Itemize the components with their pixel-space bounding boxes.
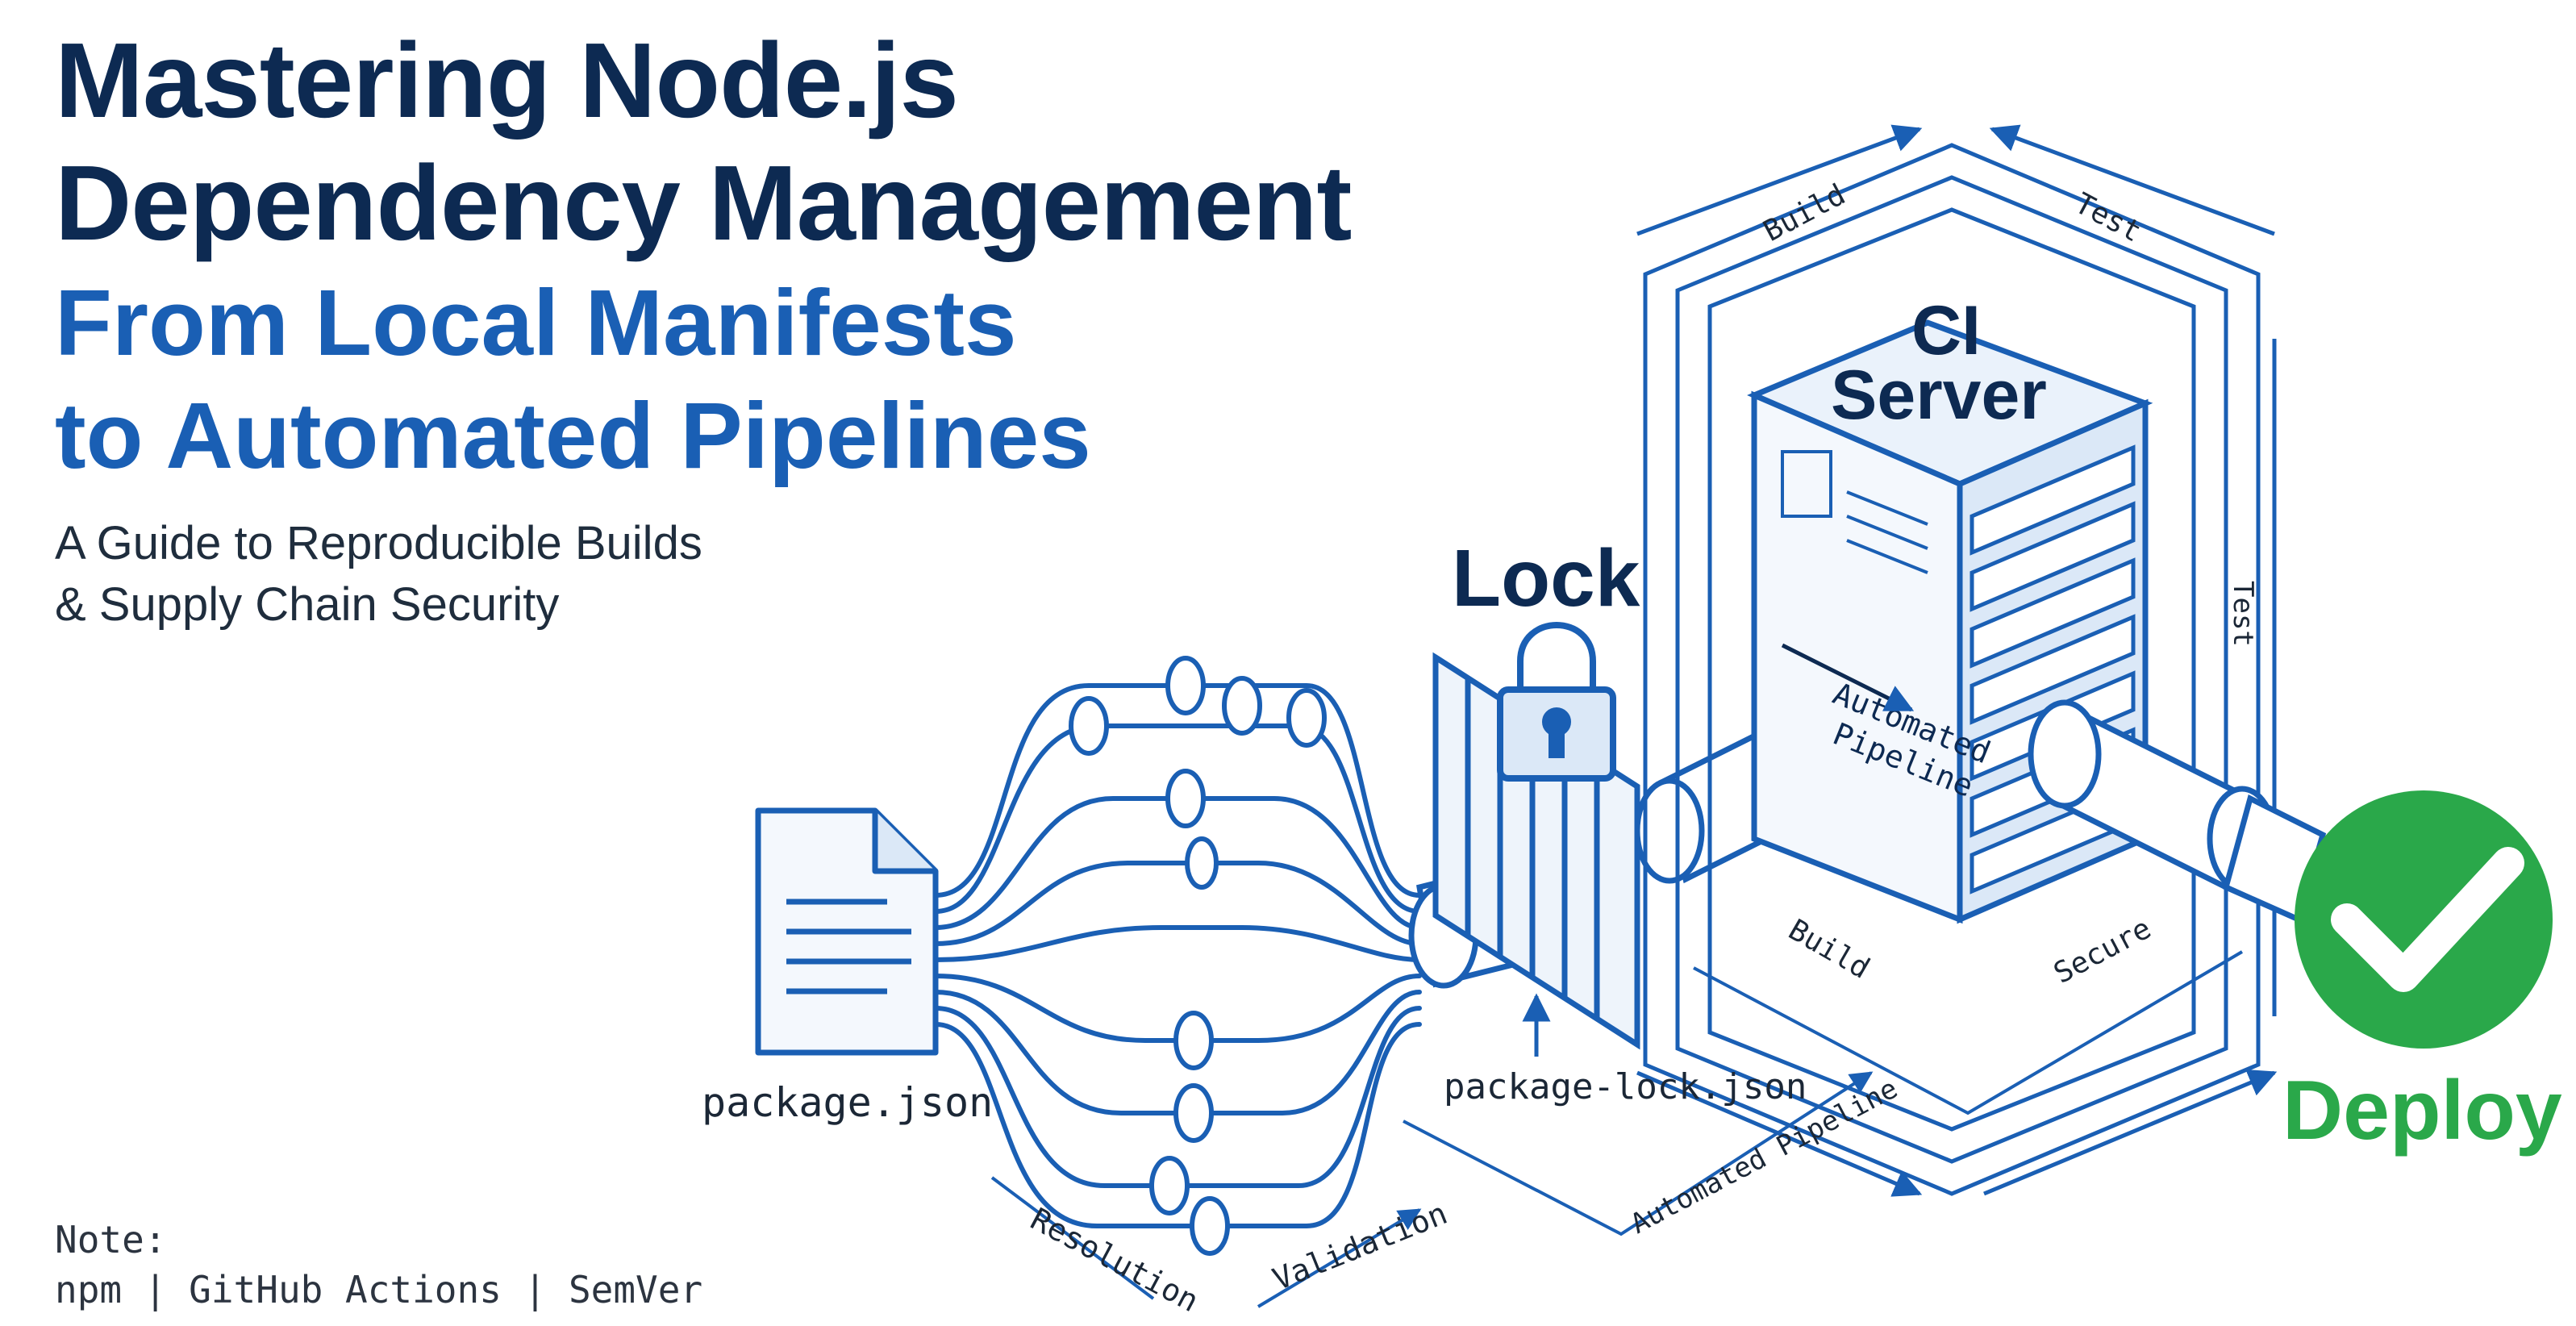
flow-label-validation: Validation xyxy=(1268,1195,1453,1297)
document-icon xyxy=(755,807,939,1056)
note-label: Note: xyxy=(55,1218,167,1261)
flow-guides xyxy=(990,950,2244,1308)
ci-title-line-2: Server xyxy=(1831,357,2047,434)
flow-label-build-bottom: Build xyxy=(1783,913,1875,986)
subtitle-highlight-line-1: From Local Manifests xyxy=(55,270,1017,375)
deploy-label: Deploy xyxy=(2282,1064,2562,1157)
flow-label-resolution: Resolution xyxy=(1025,1201,1205,1319)
manifest-label: package.json xyxy=(702,1079,994,1126)
ci-title-line-1: CI xyxy=(1911,292,1981,369)
ci-server xyxy=(1747,319,2153,924)
pipe-couplings xyxy=(1069,656,1327,1256)
pipe-server-to-deploy xyxy=(2028,699,2327,924)
title-line-2: Dependency Management xyxy=(55,144,1352,262)
lock-title: Lock xyxy=(1452,533,1640,623)
flow-label-secure: Secure xyxy=(2049,912,2157,990)
lockfile-label: package-lock.json xyxy=(1444,1066,1807,1107)
tagline-line-2: & Supply Chain Security xyxy=(55,578,560,631)
deploy-check-icon xyxy=(2295,790,2553,1049)
server-frame xyxy=(1636,124,2278,1197)
title-line-1: Mastering Node.js xyxy=(55,21,959,140)
tagline-line-1: A Guide to Reproducible Builds xyxy=(55,517,702,569)
padlock-icon xyxy=(1497,622,1616,782)
dependency-pipes xyxy=(933,683,1422,1228)
note-tools: npm | GitHub Actions | SemVer xyxy=(55,1268,703,1311)
flow-label-test-side: Test xyxy=(2227,581,2259,647)
subtitle-highlight-line-2: to Automated Pipelines xyxy=(55,383,1091,488)
